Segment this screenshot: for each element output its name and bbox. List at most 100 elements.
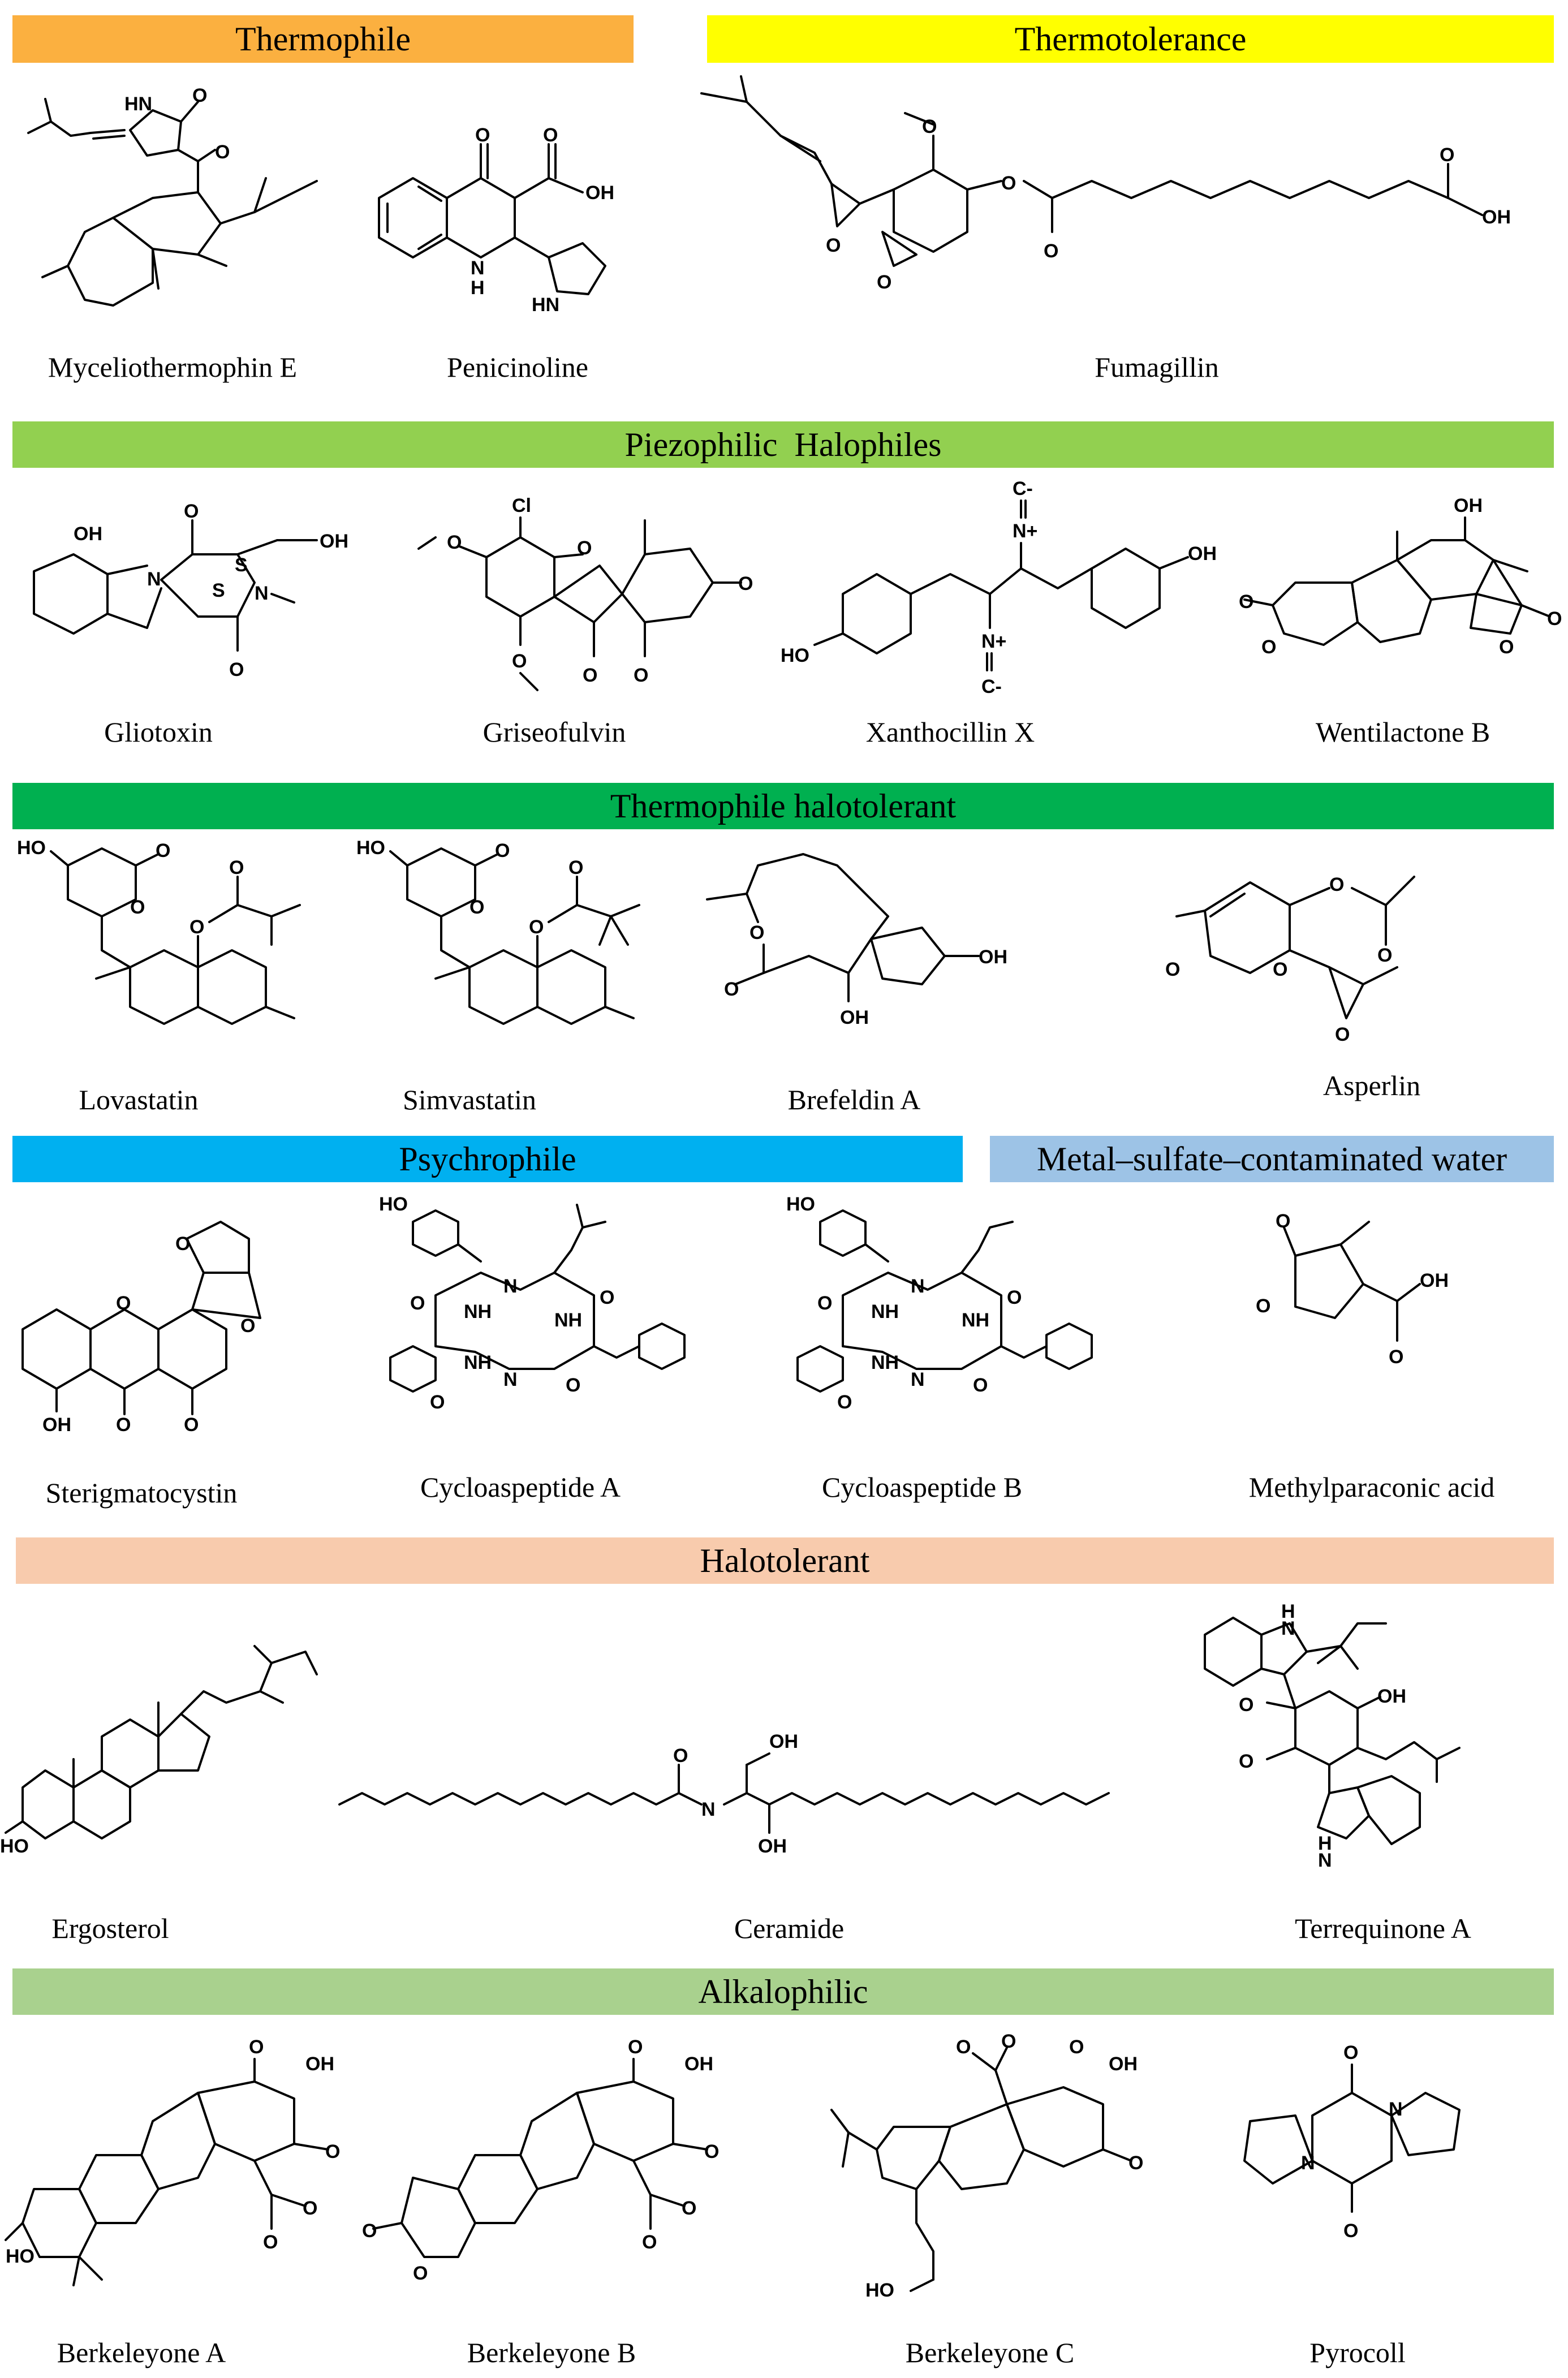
svg-text:N: N (503, 1276, 518, 1297)
band-thermotolerance: Thermotolerance (707, 15, 1554, 63)
svg-text:O: O (543, 124, 558, 146)
svg-text:N: N (255, 583, 269, 604)
label-penicinoline: Penicinoline (447, 351, 588, 383)
structure-pyrocoll: O N N O (1243, 2042, 1461, 2242)
svg-text:O: O (1239, 1751, 1253, 1772)
svg-text:O: O (116, 1293, 131, 1314)
band-metal-sulfate: Metal–sulfate–contaminated water (990, 1136, 1554, 1182)
svg-text:OH: OH (320, 531, 348, 552)
structure-cycloaspeptide-b: HO O NH N NH O NH N O O (786, 1194, 1093, 1413)
svg-text:O: O (568, 857, 583, 878)
svg-text:O: O (1239, 591, 1253, 613)
svg-text:O: O (566, 1375, 580, 1396)
svg-text:HN: HN (532, 294, 559, 316)
svg-text:O: O (249, 2036, 264, 2058)
svg-text:O: O (1256, 1295, 1270, 1317)
label-methylparaconic-acid: Methylparaconic acid (1248, 1471, 1495, 1503)
structure-asperlin: O O O O O (1165, 874, 1415, 1045)
svg-text:O: O (817, 1293, 832, 1314)
structure-terrequinone-a: H N OH O O H N (1204, 1601, 1461, 1871)
structure-lovastatin: HO O O O O (17, 837, 301, 1025)
label-xanthocillin-x: Xanthocillin X (865, 716, 1035, 748)
svg-text:N: N (911, 1369, 925, 1390)
svg-text:O: O (410, 1293, 425, 1314)
svg-text:HO: HO (865, 2280, 894, 2301)
svg-text:OH: OH (42, 1414, 71, 1436)
svg-text:OH: OH (684, 2053, 713, 2075)
label-simvastatin: Simvastatin (402, 1084, 537, 1115)
svg-text:O: O (1128, 2152, 1143, 2174)
svg-text:NH: NH (871, 1352, 899, 1373)
svg-text:N: N (1281, 1618, 1295, 1639)
svg-text:NH: NH (962, 1309, 989, 1331)
svg-text:OH: OH (1109, 2053, 1138, 2075)
svg-text:O: O (1001, 173, 1016, 194)
band-psychrophile: Psychrophile (12, 1136, 963, 1182)
svg-text:NH: NH (554, 1309, 582, 1331)
svg-text:O: O (1377, 945, 1392, 966)
band-metal-sulfate-label: Metal–sulfate–contaminated water (1036, 1140, 1507, 1178)
svg-text:O: O (628, 2036, 643, 2058)
svg-text:O: O (1001, 2031, 1016, 2052)
svg-text:O: O (184, 501, 199, 522)
svg-text:N: N (147, 568, 161, 590)
band-piezophilic: Piezophilic Halophiles (12, 421, 1554, 468)
svg-text:N: N (911, 1276, 925, 1297)
svg-text:O: O (156, 840, 170, 861)
label-cycloaspeptide-a: Cycloaspeptide A (420, 1471, 621, 1503)
svg-text:O: O (1547, 608, 1562, 630)
structure-ceramide: O N OH OH (338, 1731, 1110, 1857)
svg-text:OH: OH (1482, 206, 1511, 228)
svg-text:HO: HO (0, 1836, 29, 1857)
structure-sterigmatocystin: O O OH O O O (21, 1221, 261, 1436)
svg-text:HO: HO (781, 645, 809, 666)
svg-text:O: O (749, 922, 764, 944)
svg-text:O: O (215, 141, 230, 163)
svg-text:O: O (642, 2231, 657, 2253)
svg-text:O: O (704, 2141, 719, 2162)
band-psychrophile-label: Psychrophile (399, 1140, 576, 1178)
svg-text:OH: OH (1188, 543, 1217, 565)
svg-text:HO: HO (379, 1194, 408, 1215)
svg-text:O: O (413, 2263, 428, 2284)
svg-text:O: O (1069, 2036, 1084, 2058)
svg-text:O: O (1389, 1346, 1403, 1368)
svg-text:O: O (512, 650, 527, 672)
band-thermophile-halotolerant-label: Thermophile halotolerant (610, 787, 957, 825)
structure-fumagillin: O O O O O OH O (700, 75, 1511, 293)
svg-text:O: O (583, 665, 597, 686)
label-brefeldin-a: Brefeldin A (787, 1084, 921, 1115)
band-thermotolerance-label: Thermotolerance (1014, 20, 1247, 58)
svg-text:H: H (1318, 1833, 1332, 1854)
svg-text:OH: OH (1420, 1270, 1449, 1291)
label-myceliothermophin-e: Myceliothermophin E (48, 351, 298, 383)
svg-text:O: O (229, 857, 244, 878)
label-berkeleyone-b: Berkeleyone B (467, 2337, 636, 2368)
band-piezophilic-label: Piezophilic Halophiles (624, 426, 942, 463)
band-alkalophilic: Alkalophilic (12, 1968, 1554, 2015)
structure-griseofulvin: Cl O O O O O O (417, 495, 753, 691)
svg-text:O: O (877, 272, 891, 293)
svg-text:O: O (1343, 2220, 1358, 2242)
structure-xanthocillin-x: C- N+ OH HO N+ C- (781, 478, 1217, 697)
label-terrequinone-a: Terrequinone A (1295, 1912, 1471, 1944)
svg-text:O: O (495, 840, 510, 861)
label-wentilactone-b: Wentilactone B (1315, 716, 1491, 748)
label-ceramide: Ceramide (734, 1912, 845, 1944)
structure-penicinoline: O O OH N H HN (378, 124, 614, 316)
svg-text:O: O (1007, 1287, 1022, 1308)
svg-text:O: O (1329, 874, 1344, 895)
label-ergosterol: Ergosterol (51, 1912, 169, 1944)
svg-text:O: O (529, 916, 544, 938)
svg-text:HN: HN (124, 93, 152, 115)
svg-text:O: O (1273, 959, 1287, 980)
band-alkalophilic-label: Alkalophilic (698, 1973, 868, 2010)
svg-text:N+: N+ (1013, 520, 1037, 542)
structure-cycloaspeptide-a: HO O NH N NH O NH N O O (379, 1194, 686, 1413)
svg-text:O: O (1165, 959, 1180, 980)
svg-text:N: N (503, 1369, 518, 1390)
structure-brefeldin-a: O O OH OH (706, 853, 1007, 1028)
label-gliotoxin: Gliotoxin (104, 716, 213, 748)
svg-text:O: O (430, 1392, 445, 1413)
svg-text:OH: OH (585, 182, 614, 204)
